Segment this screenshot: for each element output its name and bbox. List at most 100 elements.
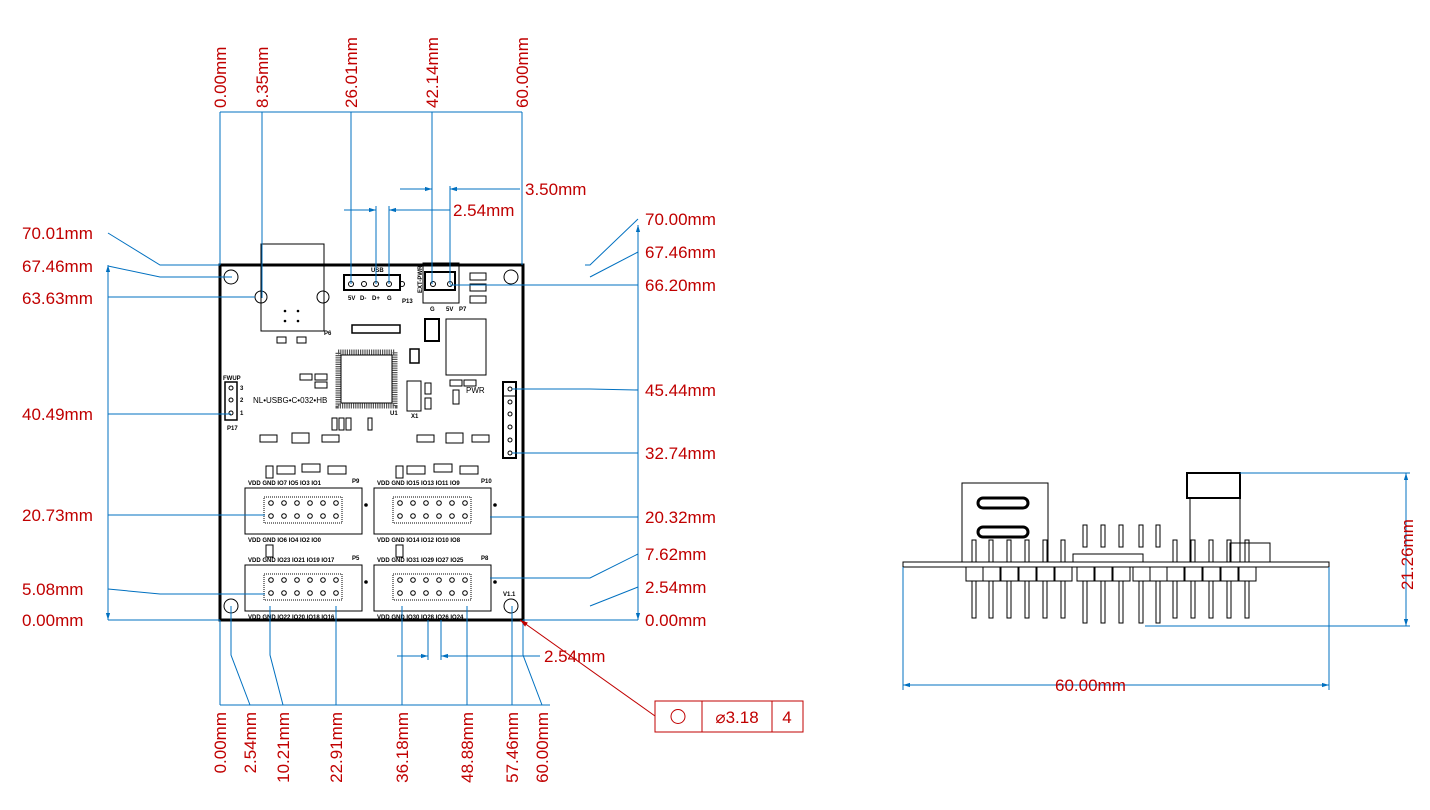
header-pin [1226, 580, 1232, 619]
u1-label: U1 [390, 411, 398, 417]
smd-part [409, 348, 420, 364]
usb-c-receptacle [961, 482, 1049, 563]
right-dim-label: 45.44mm [645, 381, 716, 400]
hole-count: 4 [782, 708, 791, 727]
left-dim-label: 70.01mm [22, 224, 93, 243]
header-pin [1138, 580, 1144, 624]
bottom-dim-label: 57.46mm [503, 712, 522, 783]
left-dim-label: 0.00mm [22, 611, 83, 630]
version-label: V1.1 [503, 592, 516, 598]
top-dim-label: 60.00mm [513, 37, 532, 108]
bottom-dim-label: 22.91mm [327, 712, 346, 783]
p5-label: P5 [352, 556, 360, 562]
right-dim-label: 0.00mm [645, 611, 706, 630]
header-pin [1244, 580, 1250, 619]
bottom-dim-label: 36.18mm [393, 712, 412, 783]
pwr-led-label: PWR [466, 386, 485, 395]
crystal-x1 [406, 380, 422, 412]
usb-connector-p6: P6 [254, 243, 332, 344]
pin-row-label: VDD GND IO6 IO4 IO2 IO0 [248, 538, 322, 544]
pin-label: 2 [240, 398, 244, 404]
header-pin [1060, 580, 1066, 619]
header-pin [1226, 539, 1232, 563]
fwup-header-p17: FWUP 3 2 1 P17 [223, 376, 244, 432]
header-pin [1100, 524, 1106, 548]
ext-pwr-label: EXT-PWR [418, 265, 424, 293]
bottom-dim-label: 48.88mm [458, 712, 477, 783]
header-pin [1155, 580, 1161, 624]
header-pin [988, 580, 994, 619]
header-pin [1006, 580, 1012, 619]
board-edge [902, 561, 1330, 568]
regulator [445, 318, 487, 376]
pin-row-label: VDD GND IO14 IO12 IO10 IO8 [377, 538, 461, 544]
header-pin [1060, 539, 1066, 563]
p10-label: P10 [481, 479, 492, 485]
right-dim-label: 32.74mm [645, 444, 716, 463]
header-pin [1172, 539, 1178, 563]
pin-label: G [430, 307, 435, 313]
usb-header-title: USB [371, 268, 384, 274]
pin-label: 5V [348, 296, 355, 302]
pin-row-label: VDD GND IO15 IO13 IO11 IO9 [377, 481, 460, 487]
pin-label: 1 [240, 411, 244, 417]
mounting-hole [503, 269, 519, 285]
p17-label: P17 [227, 426, 238, 432]
bottom-dim-label: 0.00mm [211, 712, 230, 773]
p13-label: P13 [402, 299, 413, 305]
right-dim-label: 7.62mm [645, 545, 706, 564]
board-outline [218, 263, 525, 622]
header-pin [971, 580, 977, 619]
header-pin [1082, 580, 1088, 624]
mounting-hole [503, 598, 519, 614]
ext-pwr-connector-p7: EXT-PWR G 5V P7 [418, 262, 487, 313]
bottom-dim-label: 10.21mm [274, 712, 293, 783]
right-dim-label: 67.46mm [645, 243, 716, 262]
top-dim-label: 0.00mm [211, 47, 230, 108]
p9-label: P9 [352, 479, 360, 485]
pin-label: D- [360, 296, 366, 302]
pcb-top-view: P6 USB 5V D- D+ G P13 EXT-PWR G 5V P7 U1… [218, 243, 525, 622]
top-dim-label: 26.01mm [342, 37, 361, 108]
ext-pwr-connector [1186, 472, 1241, 499]
usb-header-p13: USB 5V D- D+ G P13 [343, 268, 413, 305]
board-name-label: NL•USBG•C•032•HB [253, 396, 327, 405]
header-pin [1118, 524, 1124, 548]
side-width-dim: 60.00mm [1055, 676, 1126, 695]
bottom-pitch-dim: 2.54mm [544, 647, 605, 666]
p8-label: P8 [481, 556, 489, 562]
header-pin [1208, 539, 1214, 563]
capacitor [424, 318, 440, 342]
usb-pitch-dim: 2.54mm [453, 201, 514, 220]
header-pin [1006, 539, 1012, 563]
top-dim-label: 42.14mm [423, 37, 442, 108]
x1-label: X1 [411, 414, 419, 420]
right-dim-label: 66.20mm [645, 276, 716, 295]
side-height-dim: 21.26mm [1398, 519, 1417, 590]
bottom-dim-label: 60.00mm [533, 712, 552, 783]
bottom-dim-label: 2.54mm [241, 712, 260, 773]
header-pin [1042, 580, 1048, 619]
right-dim-label: 20.32mm [645, 508, 716, 527]
header-pin [1100, 580, 1106, 624]
p7-label: P7 [459, 307, 467, 313]
pin-row-label: VDD GND IO22 IO20 IO18 IO16 [248, 615, 335, 621]
header-pin [1138, 524, 1144, 548]
left-dim-label: 40.49mm [22, 405, 93, 424]
pin-row-label: VDD GND IO23 IO21 IO19 IO17 [248, 558, 335, 564]
header-pin [1024, 580, 1030, 619]
ext-pwr-pitch-dim: 3.50mm [525, 180, 586, 199]
left-dim-label: 20.73mm [22, 506, 93, 525]
top-view-dimensions: 0.00mm 8.35mm 26.01mm 42.14mm 60.00mm 3.50mm… [22, 37, 804, 783]
fwup-label: FWUP [223, 376, 241, 382]
pin-label: G [387, 296, 392, 302]
header-pin [1155, 524, 1161, 548]
header-pin [1024, 539, 1030, 563]
right-dim-label: 70.00mm [645, 210, 716, 229]
top-dim-label: 8.35mm [253, 47, 272, 108]
pin-row-label: VDD GND IO30 IO28 IO26 IO24 [377, 615, 464, 621]
